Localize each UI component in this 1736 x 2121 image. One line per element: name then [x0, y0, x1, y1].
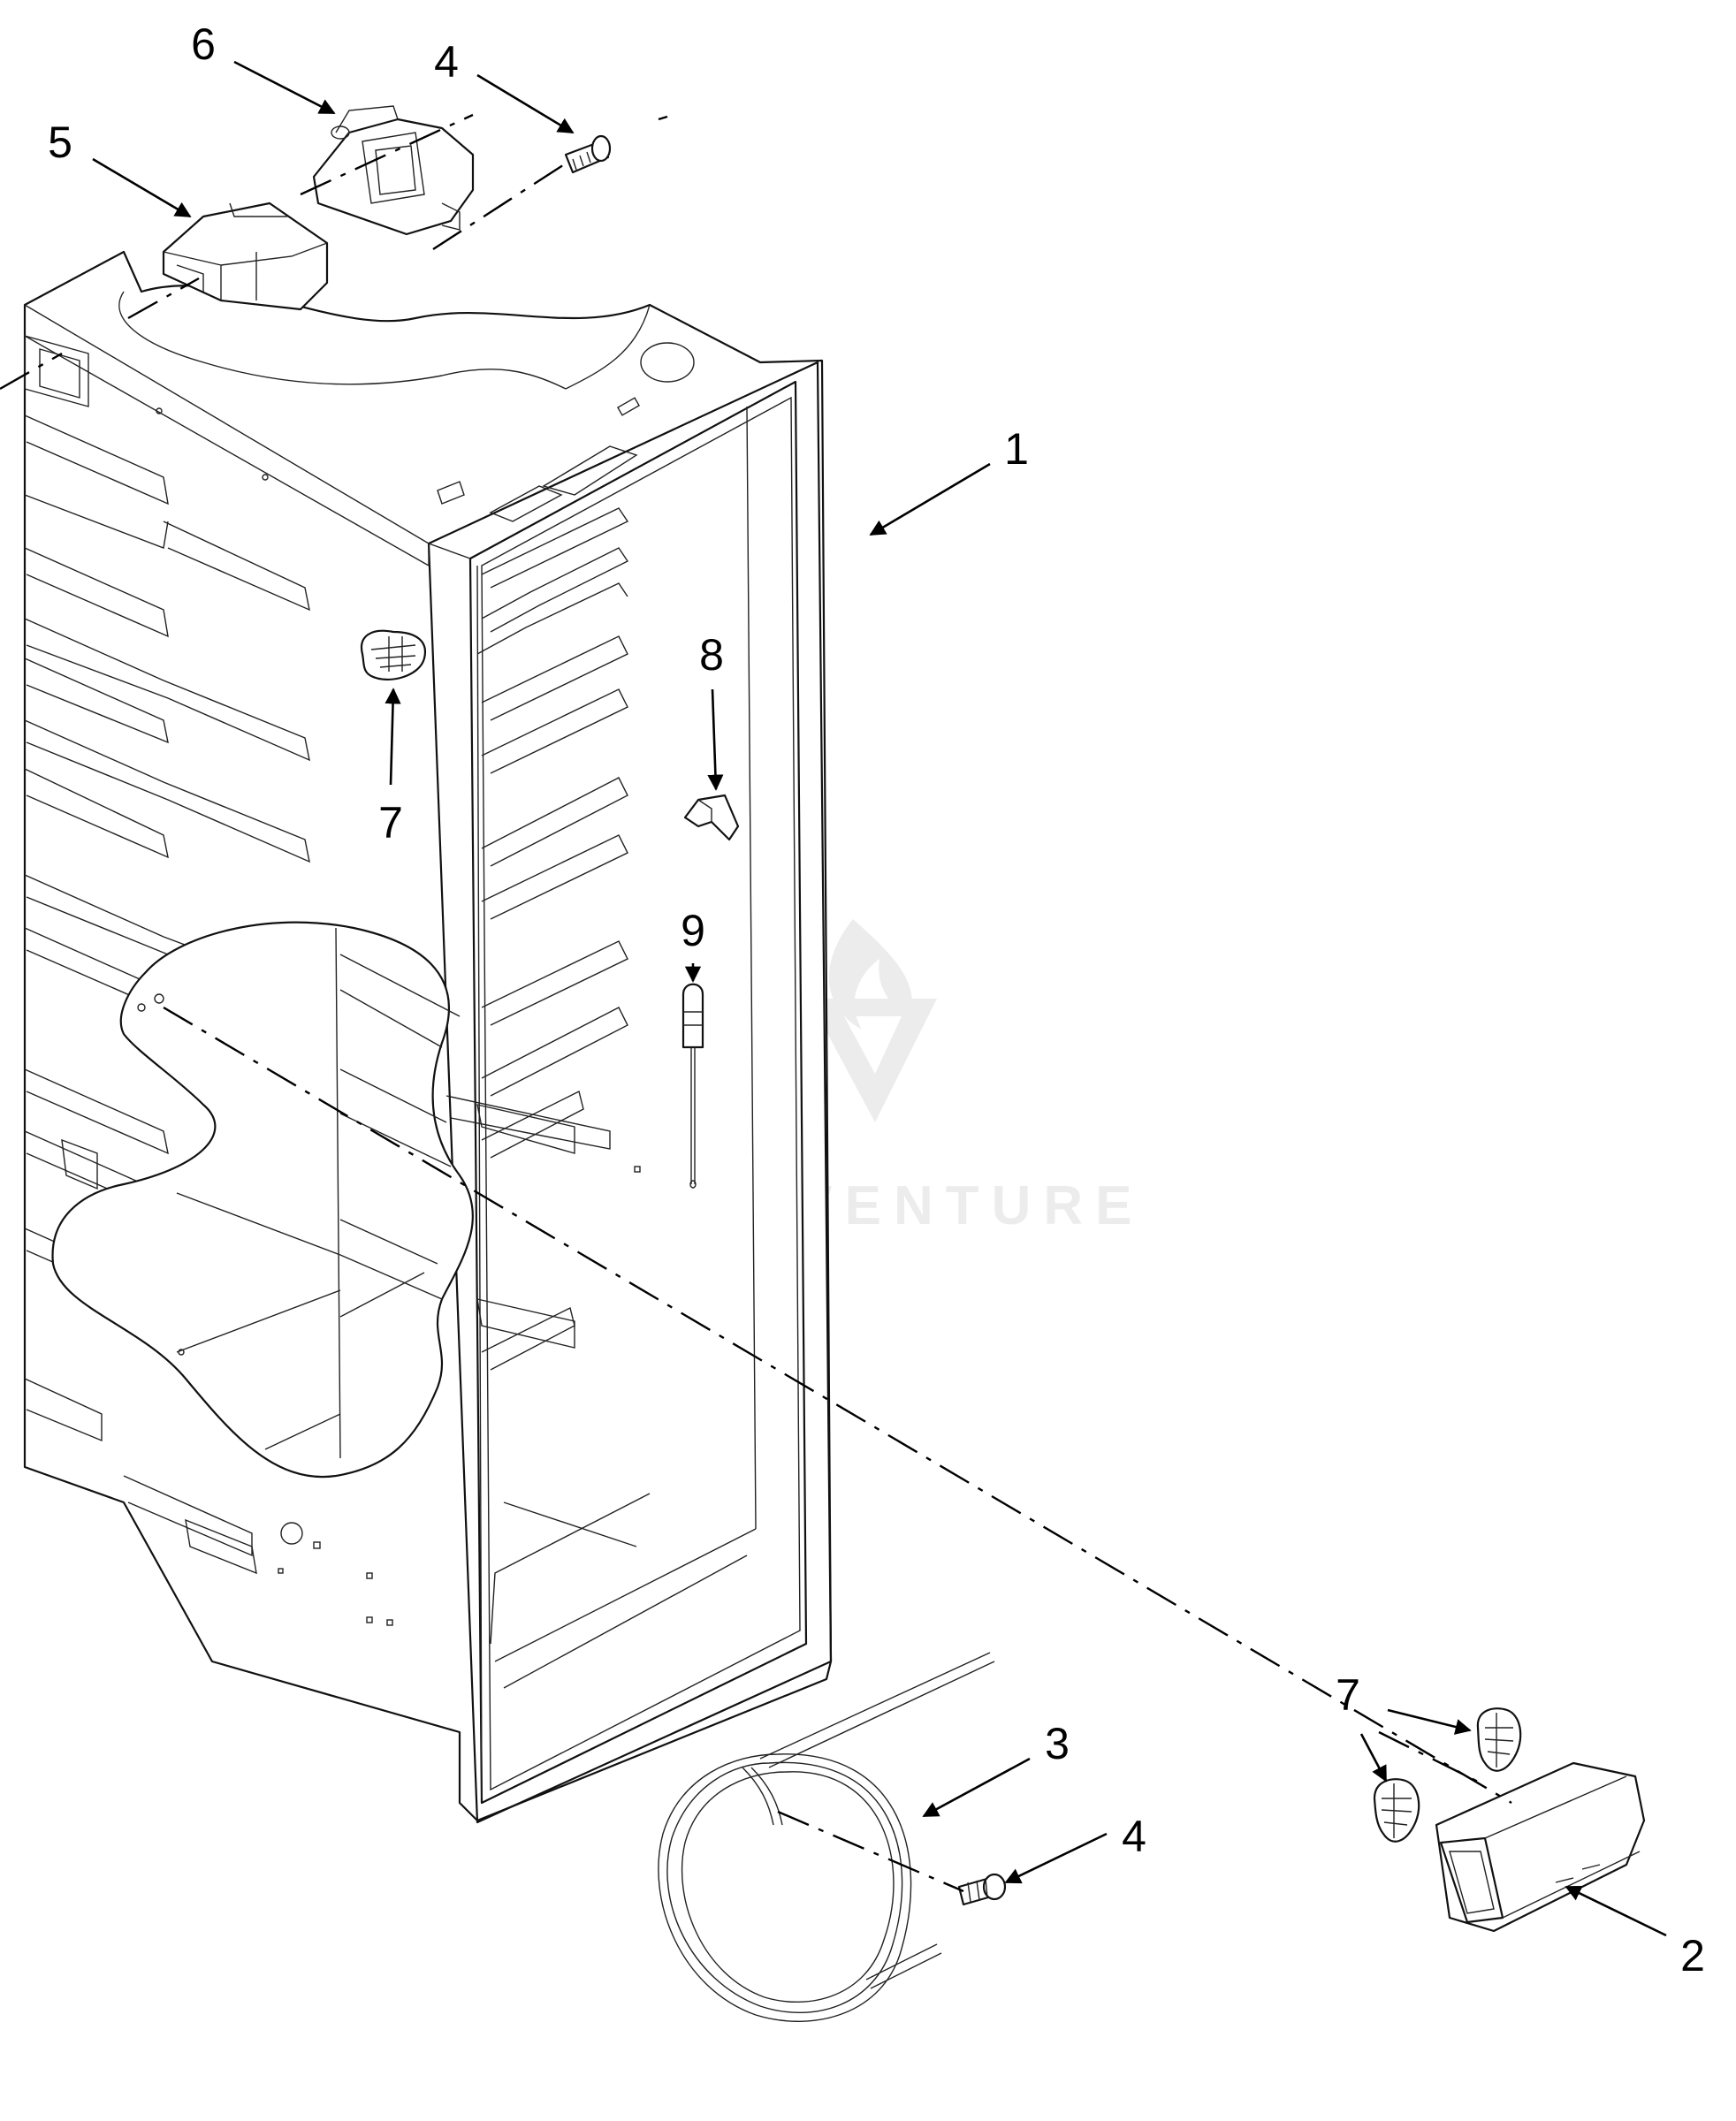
cabinet-liner: [23, 250, 833, 1824]
water-tube-part3: [658, 1652, 995, 2022]
callout-4-bottom: 4: [1122, 1812, 1146, 1861]
callout-8: 8: [699, 630, 724, 680]
callout-7-lower: 7: [1336, 1670, 1360, 1720]
callout-labels: 6 4 5 1 8 7 9 7 3 4 2: [48, 19, 1705, 1980]
right-wall-ridges: [476, 507, 629, 1371]
leader-arrows: [92, 60, 1667, 1937]
callout-5: 5: [48, 118, 72, 167]
arrow-6: [233, 60, 336, 115]
screw-bottom-part4: [957, 1873, 1007, 1906]
arrow-7-lower-a: [1387, 1708, 1472, 1735]
callout-3: 3: [1045, 1719, 1070, 1768]
arrow-2: [1565, 1885, 1667, 1937]
arrow-4-bottom: [1004, 1832, 1108, 1884]
cam-part7-lower-b: [1373, 1778, 1420, 1843]
cam-part7-lower-a: [1476, 1707, 1522, 1772]
control-housing-part5: [162, 201, 329, 311]
clip-part8: [683, 794, 740, 841]
left-wall-ridges: [24, 414, 310, 1557]
arrow-1: [869, 462, 991, 536]
callout-2: 2: [1680, 1931, 1705, 1980]
screw-top-part4: [564, 134, 612, 174]
callout-1: 1: [1004, 424, 1029, 474]
callout-9: 9: [681, 906, 705, 955]
arrow-4-top: [476, 73, 575, 134]
housing-part2: [1435, 1761, 1646, 1933]
cam-part7-upper: [360, 629, 427, 680]
callout-6: 6: [191, 19, 216, 69]
callout-4-top: 4: [434, 37, 459, 87]
alignment-lines: [0, 113, 1512, 1893]
arrow-8: [707, 688, 724, 791]
arrow-7-upper: [385, 688, 401, 786]
bracket-part6: [312, 105, 475, 236]
arrow-5: [92, 157, 192, 218]
callout-7-upper: 7: [378, 798, 403, 848]
arrow-3: [922, 1757, 1031, 1818]
sensor-part9: [681, 983, 704, 1189]
arrow-7-lower-b: [1359, 1733, 1388, 1783]
watermark-flame-logo: [809, 919, 937, 1122]
